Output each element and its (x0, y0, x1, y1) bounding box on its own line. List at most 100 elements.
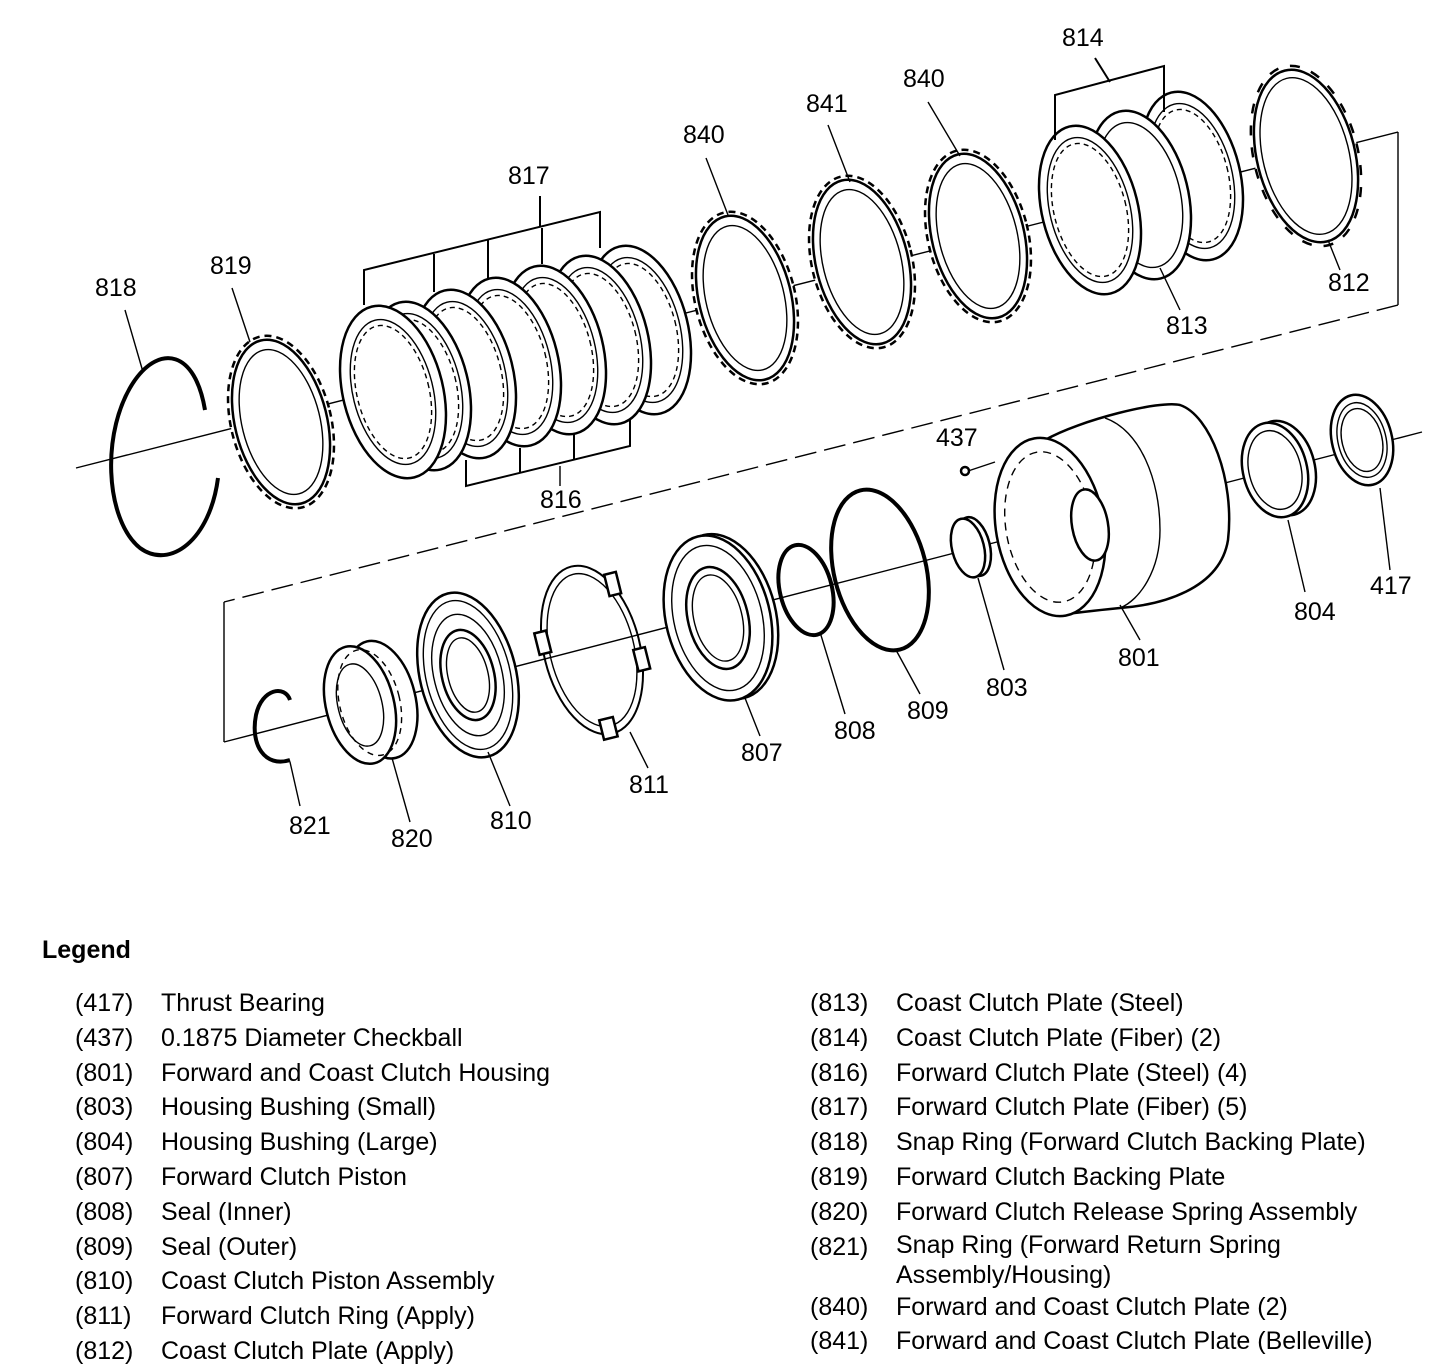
callout-809: 809 (907, 697, 949, 725)
snap-ring-821 (252, 689, 292, 764)
legend-number: (817) (810, 1093, 869, 1122)
legend-description: Housing Bushing (Small) (161, 1093, 437, 1122)
legend-item: (813) Coast Clutch Plate (Steel) (810, 986, 1450, 1021)
legend-number: (803) (75, 1093, 134, 1122)
bushing-804 (1240, 419, 1318, 519)
legend-description: Thrust Bearing (161, 989, 325, 1017)
legend-item: (809)Seal (Outer) (75, 1230, 775, 1265)
exploded-view-diagram: 814 840 841 840 817 819 818 812 813 437 … (75, 24, 1423, 853)
legend-description: 0.1875 Diameter Checkball (161, 1023, 463, 1052)
legend-number: (818) (810, 1128, 869, 1157)
bracket-817 (363, 196, 601, 305)
legend-item: (818) Snap Ring (Forward Clutch Backing P… (810, 1125, 1450, 1160)
housing-801 (993, 403, 1231, 618)
legend-description: Forward and Coast Clutch Housing (161, 1058, 551, 1087)
legend-description: Coast Clutch Plate (Fiber) (2) (896, 1023, 1222, 1052)
forward-piston-807 (662, 532, 780, 702)
legend-number: (809) (75, 1232, 134, 1261)
plate-840-left (673, 199, 817, 397)
legend-description: Forward Clutch Release Spring Assembly (896, 1197, 1358, 1226)
legend-number: (819) (810, 1162, 869, 1191)
legend-item: (812)Coast Clutch Plate (Apply) (75, 1334, 775, 1369)
legend-description: Coast Clutch Piston Assembly (161, 1267, 495, 1296)
callout-813: 813 (1166, 312, 1208, 340)
legend-description: Forward and Coast Clutch Plate (Bellevil… (896, 1327, 1373, 1356)
callout-814: 814 (1062, 24, 1104, 52)
callout-821: 821 (289, 812, 331, 840)
callout-812: 812 (1328, 269, 1370, 297)
legend-number: (814) (810, 1023, 869, 1052)
legend-description: Forward Clutch Plate (Steel) (4) (896, 1058, 1248, 1087)
legend-number: (821) (810, 1232, 869, 1261)
legend-number: (840) (810, 1292, 869, 1321)
forward-clutch-pack (338, 233, 709, 483)
legend-number: (816) (810, 1058, 869, 1087)
apply-ring-811 (532, 564, 652, 742)
legend-number: (437) (75, 1023, 134, 1052)
legend-number: (811) (75, 1302, 132, 1331)
callout-417: 417 (1370, 572, 1412, 600)
legend-item: (841)Forward and Coast Clutch Plate (Bel… (810, 1324, 1450, 1359)
callout-820: 820 (391, 825, 433, 853)
legend-description: Coast Clutch Plate (Steel) (896, 989, 1184, 1017)
legend-item: (811) Forward Clutch Ring (Apply) (75, 1299, 775, 1334)
callout-807: 807 (741, 739, 783, 767)
legend-item: (819) Forward Clutch Backing Plate (810, 1160, 1450, 1195)
legend-item: (803) Housing Bushing (Small) (75, 1090, 775, 1125)
thrust-bearing-417 (1329, 393, 1395, 487)
legend-number: (810) (75, 1267, 134, 1296)
callout-810: 810 (490, 807, 532, 835)
callout-808: 808 (834, 717, 876, 745)
coast-piston-810 (415, 591, 521, 759)
legend-number: (813) (810, 989, 869, 1017)
legend-number: (820) (810, 1197, 869, 1226)
legend-item: (814) Coast Clutch Plate (Fiber) (2) (810, 1021, 1450, 1056)
legend-description: Snap Ring (Forward Return Spring Assembl… (896, 1230, 1281, 1289)
legend-number: (801) (75, 1058, 134, 1087)
legend-number: (417) (75, 989, 134, 1017)
callout-817: 817 (508, 162, 550, 190)
legend-title: Legend (42, 936, 131, 964)
bushing-803 (949, 515, 993, 579)
legend-item: (807) Forward Clutch Piston (75, 1160, 775, 1195)
legend-description: Snap Ring (Forward Clutch Backing Plate) (896, 1128, 1366, 1157)
callout-801: 801 (1118, 644, 1160, 672)
legend-item: (808)Seal (Inner) (75, 1195, 775, 1230)
seal-808 (776, 542, 836, 638)
legend-item: (817) Forward Clutch Plate (Fiber) (5) (810, 1090, 1450, 1125)
checkball-437 (959, 465, 971, 477)
leader-lines (124, 101, 1391, 823)
legend-number: (804) (75, 1128, 134, 1157)
legend-description: Coast Clutch Plate (Apply) (161, 1336, 455, 1365)
legend-item: (820) Forward Clutch Release Spring Assem… (810, 1195, 1450, 1230)
backing-plate-819 (209, 323, 353, 521)
legend-item: (801) Forward and Coast Clutch Housing (75, 1056, 775, 1091)
coast-plates-814-813 (1021, 79, 1261, 307)
spring-assembly-820 (322, 639, 419, 766)
callout-804: 804 (1294, 598, 1336, 626)
plate-841 (790, 163, 934, 361)
legend-description: Forward and Coast Clutch Plate (2) (896, 1292, 1288, 1321)
legend-item: (821) Snap Ring (Forward Return Spring As… (810, 1230, 1450, 1290)
legend-number: (807) (75, 1162, 134, 1191)
callout-811: 811 (629, 771, 669, 799)
bracket-816 (465, 420, 631, 488)
legend-description: Forward Clutch Piston (161, 1162, 407, 1191)
legend-number: (808) (75, 1197, 134, 1226)
legend-item: (804)Housing Bushing (Large) (75, 1125, 775, 1160)
callout-labels: 814 840 841 840 817 819 818 812 813 437 … (95, 24, 1412, 853)
callout-840-right: 840 (903, 65, 945, 93)
snap-ring-818 (109, 356, 220, 558)
callout-803: 803 (986, 674, 1028, 702)
legend-left-column: (417) Thrust Bearing (437) 0.1875 Diameter… (75, 986, 775, 1369)
legend-item: (840) Forward and Coast Clutch Plate (2) (810, 1290, 1450, 1325)
legend-item: (816) Forward Clutch Plate (Steel) (4) (810, 1056, 1450, 1091)
apply-plate-812 (1249, 64, 1363, 248)
legend-description: Forward Clutch Ring (Apply) (161, 1302, 475, 1331)
callout-819: 819 (210, 252, 252, 280)
legend-description: Forward Clutch Backing Plate (896, 1162, 1226, 1191)
legend-description: Forward Clutch Plate (Fiber) (5) (896, 1093, 1248, 1122)
plate-840-right (906, 137, 1050, 335)
legend-item: (810) Coast Clutch Piston Assembly (75, 1264, 775, 1299)
callout-840-left: 840 (683, 121, 725, 149)
